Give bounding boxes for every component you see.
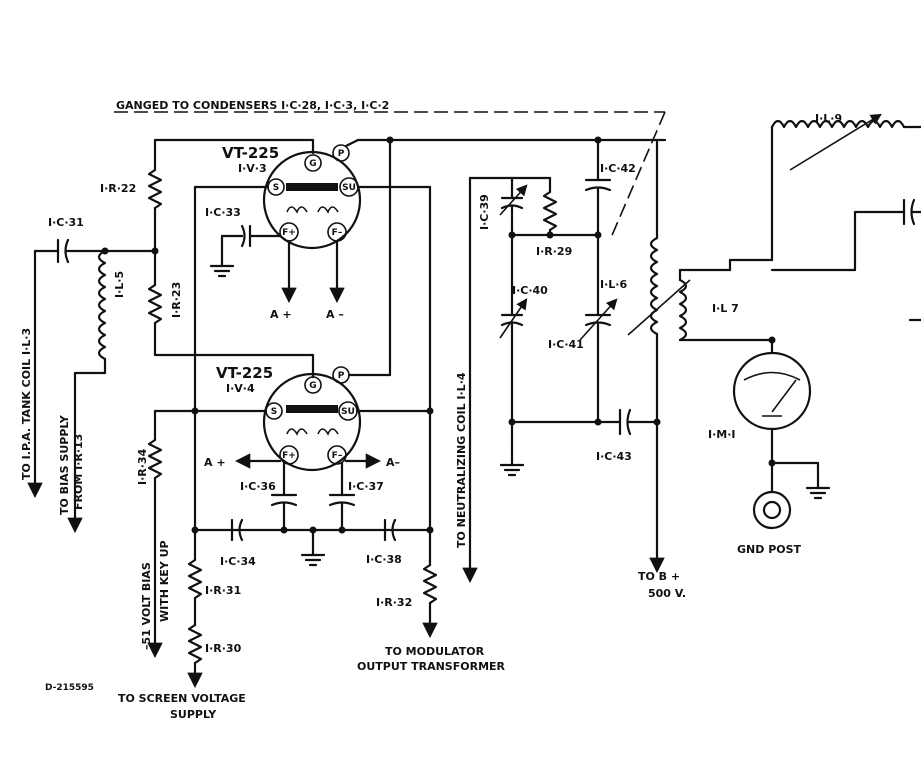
grid-resistors: I·R·22 I·R·23 [100, 138, 315, 379]
screen-supply-label: TO SCREEN VOLTAGE [118, 692, 246, 705]
to-b-plus-label: TO B + [638, 570, 680, 583]
c36-label: I·C·36 [240, 480, 276, 493]
v3-pin-su: SU [342, 183, 356, 193]
r34-label: I·R·34 [136, 448, 149, 485]
key-up-label: WITH KEY UP [158, 540, 171, 622]
r30-label: I·R·30 [205, 642, 242, 655]
bias-r34: I·R·34 –51 VOLT BIAS WITH KEY UP [136, 409, 171, 659]
c39-label: I·C·39 [478, 194, 491, 230]
r22-label: I·R·22 [100, 182, 136, 195]
neutralizing-label: TO NEUTRALIZING COIL I·L·4 [455, 372, 468, 548]
c33-label: I·C·33 [205, 206, 241, 219]
r31-label: I·R·31 [205, 584, 241, 597]
c34-label: I·C·34 [220, 555, 256, 568]
bias-supply-label: TO BIAS SUPPLY [58, 414, 71, 515]
v3-pin-f-plus: F+ [282, 228, 296, 238]
v4-pin-f-minus: F– [332, 451, 343, 461]
c31-label: I·C·31 [48, 216, 84, 229]
ganged-link: GANGED TO CONDENSERS I·C·28, I·C·3, I·C·… [114, 99, 666, 241]
r23-label: I·R·23 [170, 282, 183, 318]
l9-label: I·L·9 [815, 112, 842, 125]
to-modulator-label: TO MODULATOR [385, 645, 485, 658]
v3-pin-f-minus: F– [332, 228, 343, 238]
gnd-post-label: GND POST [737, 543, 802, 556]
m1-label: I·M·I [708, 428, 736, 441]
v4-pin-f-plus: F+ [282, 451, 296, 461]
v4-pin-p: P [338, 371, 345, 381]
a-plus-2-label: A + [204, 456, 226, 469]
output-coupling-l7: I·L 7 I·L·9 I·M·I GND POST [678, 112, 921, 556]
drawing-number: D-215595 [45, 683, 94, 693]
tube-v4: G P S SU F+ F– VT-225 I·V·4 A + A– [153, 136, 434, 532]
v3-ref-label: I·V·3 [238, 162, 267, 175]
r32-label: I·R·32 [376, 596, 412, 609]
c37-label: I·C·37 [348, 480, 384, 493]
input-section: I·C·31 I·L·5 TO I.P.A. TANK COIL I·L·3 T… [20, 216, 159, 534]
v4-type-label: VT-225 [216, 364, 273, 382]
to-ipa-label: TO I.P.A. TANK COIL I·L·3 [20, 328, 33, 480]
c42-label: I·C·42 [600, 162, 636, 175]
bias51-label: –51 VOLT BIAS [140, 562, 153, 650]
tank-coil-l6: I·L·6 TO B + 500 V. [600, 138, 691, 600]
screen-bus: I·R·31 I·R·30 TO SCREEN VOLTAGE SUPPLY I… [118, 185, 506, 721]
b-plus-volts-label: 500 V. [648, 587, 686, 600]
l6-label: I·L·6 [600, 278, 627, 291]
v3-pin-s: S [273, 183, 279, 193]
v4-ref-label: I·V·4 [226, 382, 255, 395]
tube-v3: G P S SU F+ F– VT-225 I·V·3 A + A – I·C·… [193, 138, 667, 414]
v4-pin-s: S [271, 407, 277, 417]
v4-pin-g: G [309, 381, 316, 391]
output-transformer-label: OUTPUT TRANSFORMER [357, 660, 506, 673]
c43-label: I·C·43 [596, 450, 632, 463]
c38-label: I·C·38 [366, 553, 402, 566]
a-minus-2-label: A– [386, 456, 400, 469]
v3-type-label: VT-225 [222, 144, 279, 162]
a-plus-1-label: A + [270, 308, 292, 321]
supply-label: SUPPLY [170, 708, 217, 721]
r29-label: I·R·29 [536, 245, 572, 258]
c40-label: I·C·40 [512, 284, 548, 297]
a-minus-1-label: A – [326, 308, 344, 321]
l7-label: I·L 7 [712, 302, 739, 315]
from-r13-label: FROM I·R·13 [72, 434, 85, 510]
v4-pin-su: SU [341, 407, 355, 417]
v3-pin-g: G [309, 159, 316, 169]
c41-label: I·C·41 [548, 338, 584, 351]
v3-pin-p: P [338, 149, 345, 159]
ganged-label: GANGED TO CONDENSERS I·C·28, I·C·3, I·C·… [116, 99, 389, 112]
neutralizing-section: TO NEUTRALIZING COIL I·L·4 I·C·39 I·R·29… [455, 136, 661, 584]
l5-label: I·L·5 [113, 271, 126, 298]
